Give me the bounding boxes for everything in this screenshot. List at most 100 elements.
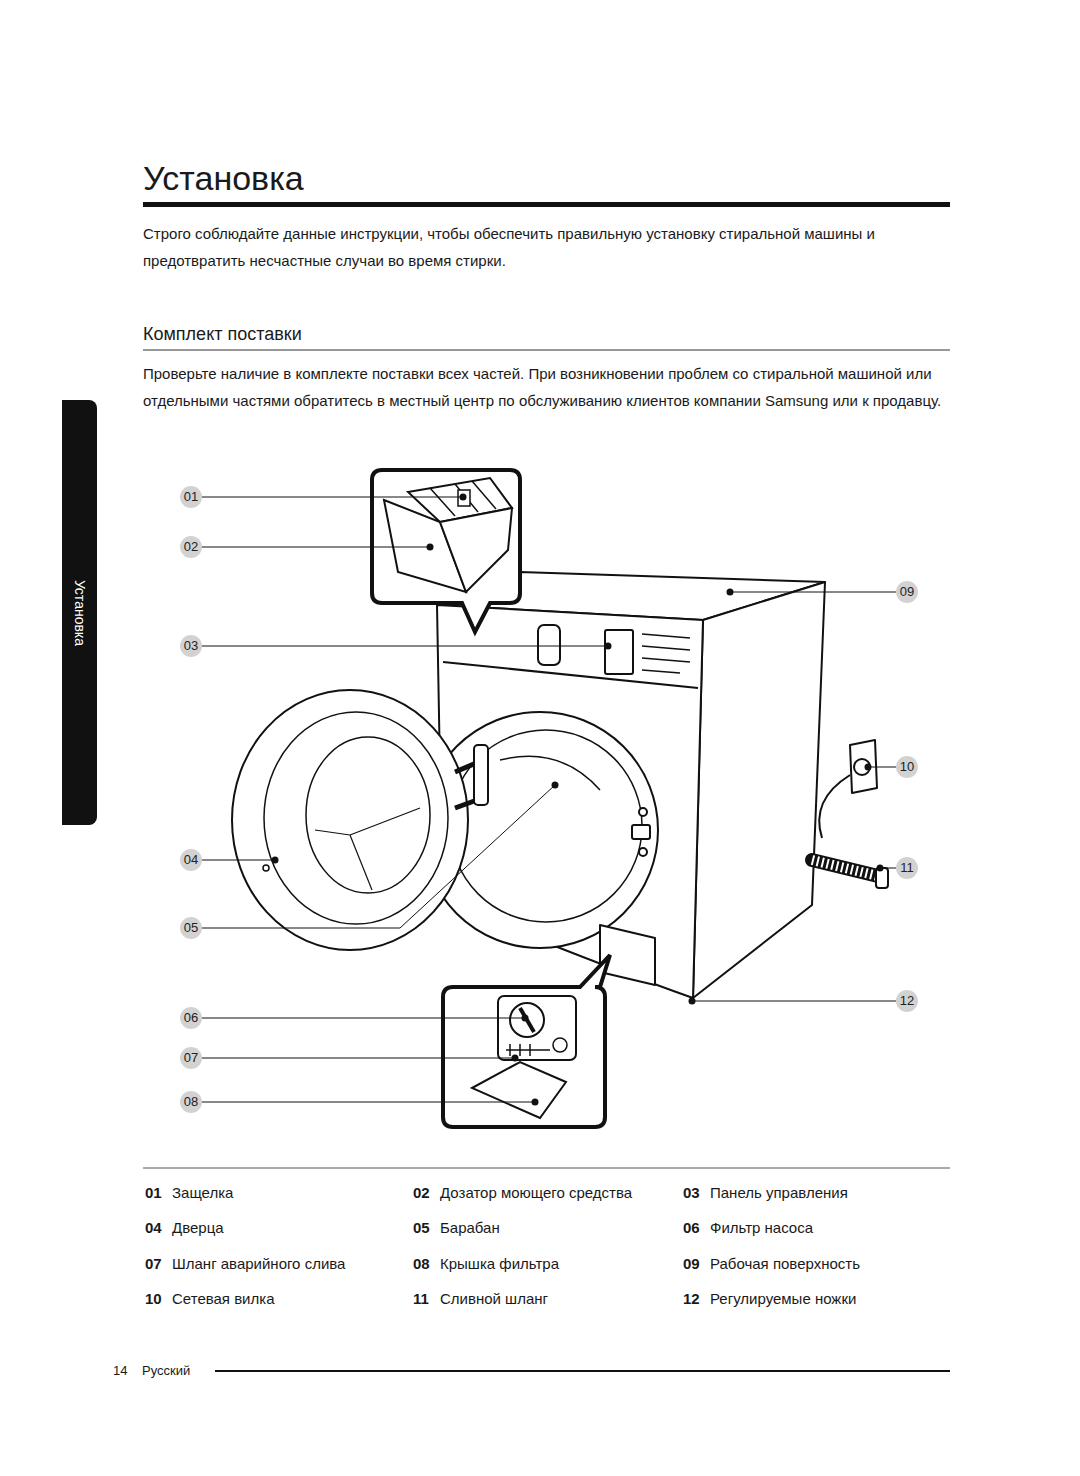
- filter-inset-part: [443, 955, 610, 1127]
- leader-dots-part: [605, 643, 612, 650]
- leader-lines: [202, 497, 896, 1102]
- leader-lines-part: [202, 646, 608, 647]
- part-name: Панель управления: [710, 1183, 848, 1203]
- callout-number: 12: [892, 992, 922, 1010]
- body-text: Проверьте наличие в комплекте поставки в…: [143, 360, 950, 414]
- callout-number: 10: [892, 758, 922, 776]
- part-name: Сетевая вилка: [172, 1289, 275, 1309]
- part-number: 08: [413, 1254, 430, 1274]
- part-number: 01: [145, 1183, 162, 1203]
- part-name: Рабочая поверхность: [710, 1254, 860, 1274]
- rules-part: [215, 1370, 950, 1372]
- part-name: Барабан: [440, 1218, 500, 1238]
- tab-label: Установка: [71, 579, 89, 645]
- callout-number: 03: [176, 637, 206, 655]
- intro-text: Строго соблюдайте данные инструкции, что…: [143, 220, 950, 274]
- washing-machine-part: [500, 756, 600, 790]
- washing-machine-part: [232, 690, 468, 950]
- leader-lines-part: [202, 1018, 525, 1019]
- washing-machine-part: [642, 634, 690, 673]
- leader-dots-part: [532, 1099, 539, 1106]
- leader-dots-part: [272, 857, 279, 864]
- washing-machine-part: [812, 860, 878, 876]
- part-name: Дозатор моющего средства: [440, 1183, 632, 1203]
- filter-inset-part: [553, 1038, 567, 1052]
- part-name: Крышка фильтра: [440, 1254, 559, 1274]
- washing-machine-part: [264, 712, 448, 924]
- drawer-inset: [372, 470, 520, 632]
- washing-machine-part: [693, 582, 825, 998]
- leader-lines-part: [202, 860, 275, 861]
- washing-machine-part: [876, 868, 888, 888]
- part-name: Дверца: [172, 1218, 224, 1238]
- leader-dots-part: [522, 1015, 529, 1022]
- leader-lines-part: [692, 1001, 896, 1002]
- part-number: 04: [145, 1218, 162, 1238]
- rules-part: [143, 350, 950, 351]
- page-number: 14: [113, 1361, 127, 1381]
- leader-lines-part: [868, 767, 896, 768]
- filter-inset-part: [506, 1044, 550, 1056]
- rules-part: [143, 202, 950, 207]
- leader-dots-part: [727, 589, 734, 596]
- part-number: 05: [413, 1218, 430, 1238]
- callout-number: 11: [892, 859, 922, 877]
- part-number: 09: [683, 1254, 700, 1274]
- leader-dots: [272, 494, 884, 1106]
- part-name: Защелка: [172, 1183, 233, 1203]
- leader-lines-part: [202, 785, 555, 928]
- filter-inset: [443, 955, 610, 1127]
- callout-number: 04: [176, 851, 206, 869]
- washing-machine-part: [263, 865, 269, 871]
- leader-lines-part: [730, 592, 896, 593]
- drawer-inset-part: [440, 508, 512, 592]
- leader-dots-part: [877, 865, 884, 872]
- callout-number: 01: [176, 488, 206, 506]
- rules-part: [143, 1168, 950, 1169]
- part-number: 10: [145, 1289, 162, 1309]
- page-title: Установка: [143, 158, 304, 198]
- filter-inset-part: [510, 1003, 544, 1037]
- leader-dots-part: [552, 782, 559, 789]
- washing-machine-part: [639, 848, 647, 856]
- washing-machine-part: [605, 630, 633, 674]
- part-name: Фильтр насоса: [710, 1218, 813, 1238]
- leader-dots-part: [460, 494, 467, 501]
- callout-number: 06: [176, 1009, 206, 1027]
- rules: [143, 202, 950, 1371]
- leader-dots-part: [865, 764, 872, 771]
- language-label: Русский: [142, 1361, 190, 1381]
- leader-dots-part: [512, 1055, 519, 1062]
- drawer-inset-part: [430, 481, 496, 516]
- part-number: 03: [683, 1183, 700, 1203]
- leader-dots-part: [427, 544, 434, 551]
- drawer-inset-part: [372, 470, 520, 632]
- washing-machine-part: [639, 808, 647, 816]
- washing-machine-part: [819, 775, 850, 838]
- washing-machine-part: [306, 737, 430, 893]
- callout-number: 08: [176, 1093, 206, 1111]
- part-name: Регулируемые ножки: [710, 1289, 856, 1309]
- part-name: Шланг аварийного слива: [172, 1254, 345, 1274]
- leader-lines-part: [202, 497, 463, 498]
- callout-circles: [180, 486, 918, 1113]
- callout-number: 02: [176, 538, 206, 556]
- leader-lines-part: [202, 1058, 515, 1059]
- part-number: 12: [683, 1289, 700, 1309]
- callout-number: 05: [176, 919, 206, 937]
- part-number: 06: [683, 1218, 700, 1238]
- callout-number: 09: [892, 583, 922, 601]
- filter-inset-part: [498, 996, 576, 1060]
- part-number: 07: [145, 1254, 162, 1274]
- part-number: 11: [413, 1289, 429, 1309]
- section-heading: Комплект поставки: [143, 322, 302, 346]
- washing-machine-part: [474, 745, 488, 805]
- washing-machine-part: [632, 825, 650, 839]
- leader-lines-part: [202, 547, 430, 548]
- part-name: Сливной шланг: [440, 1289, 548, 1309]
- drawer-inset-part: [458, 490, 470, 506]
- filter-inset-part: [520, 1008, 534, 1032]
- washing-machine: [232, 572, 888, 998]
